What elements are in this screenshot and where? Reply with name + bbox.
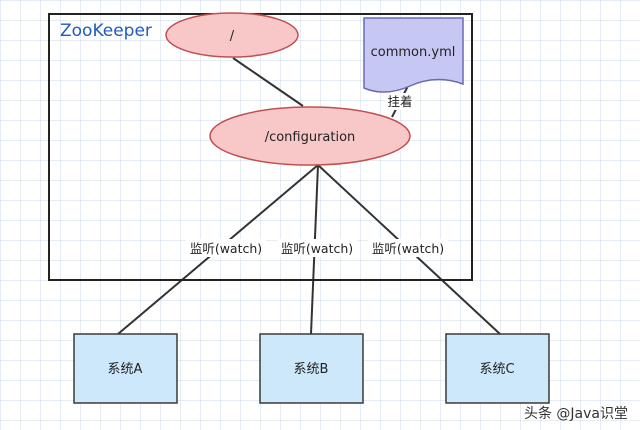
file-node [363,17,464,93]
zookeeper-container [48,13,473,281]
system-a-label: 系统A [108,362,143,377]
watch-label-b: 监听(watch) [281,241,353,256]
watch-label-c: 监听(watch) [372,241,444,256]
watch-label-a-bg [186,239,266,257]
watermark: 头条 @Java识堂 [524,405,628,422]
system-c-label: 系统C [479,362,514,377]
zookeeper-title: ZooKeeper [60,21,152,41]
root-node [165,12,299,58]
system-a-box [73,333,178,404]
watch-label-b-bg [277,239,357,257]
mount-label-bg [385,93,415,110]
edge-root-configuration [232,57,304,107]
mount-label: 挂着 [387,94,412,109]
system-b-box [259,333,364,404]
system-c-box [445,333,550,404]
system-b-label: 系统B [294,362,329,377]
configuration-node [209,106,411,166]
root-node-label: / [230,29,235,44]
file-node-label: common.yml [371,45,456,60]
watch-label-c-bg [368,239,448,257]
watch-label-a: 监听(watch) [190,241,262,256]
configuration-node-label: /configuration [265,130,356,145]
